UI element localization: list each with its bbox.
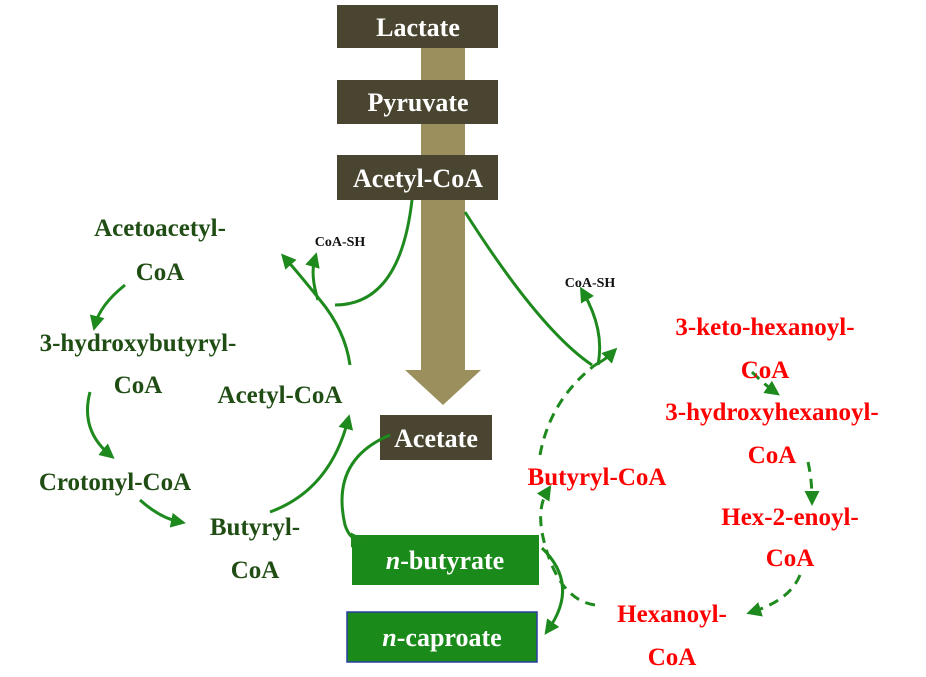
acetyl-coa-label: Acetyl-CoA [353, 164, 483, 193]
coa-sh-left-label: CoA-SH [315, 235, 366, 250]
hydroxybutyryl-coa-label-2: CoA [114, 372, 163, 399]
hexanoyl-coa-label-2: CoA [648, 644, 697, 671]
butyryl-coa-right-label: Butyryl-CoA [528, 464, 667, 491]
acetoacetyl-coa-label-2: CoA [136, 259, 185, 286]
coa-sh-right-label: CoA-SH [565, 276, 616, 291]
hexenoyl-coa-label: Hex-2-enoyl- [721, 504, 858, 531]
hydroxybutyryl-coa-label: 3-hydroxybutyryl- [40, 330, 237, 357]
hydroxyhexanoyl-coa-label: 3-hydroxyhexanoyl- [665, 399, 878, 426]
left-cycle-arrows [86, 199, 414, 548]
acetyl-coa-box: Acetyl-CoA [337, 155, 498, 200]
acetyl-coa-left-label: Acetyl-CoA [218, 382, 343, 409]
lactate-label: Lactate [376, 13, 460, 42]
hydroxyhexanoyl-coa-label-2: CoA [748, 442, 797, 469]
keto-hexanoyl-coa-label-2: CoA [741, 357, 790, 384]
keto-hexanoyl-coa-label: 3-keto-hexanoyl- [675, 314, 854, 341]
butyryl-coa-label-2: CoA [231, 557, 280, 584]
n-caproate-label: n-caproate [382, 623, 501, 652]
n-butyrate-label: n-butyrate [386, 546, 504, 575]
right-cycle-arrows [463, 211, 820, 635]
lactate-box: Lactate [337, 5, 498, 48]
hexanoyl-coa-label: Hexanoyl- [617, 601, 727, 628]
crotonyl-coa-label: Crotonyl-CoA [39, 469, 191, 496]
hexenoyl-coa-label-2: CoA [766, 545, 815, 572]
n-caproate-box: n-caproate [346, 611, 538, 663]
pyruvate-label: Pyruvate [367, 88, 468, 117]
acetoacetyl-coa-label: Acetoacetyl- [94, 215, 226, 242]
pyruvate-box: Pyruvate [337, 80, 498, 124]
n-butyrate-box: n-butyrate [352, 535, 539, 585]
acetate-box: Acetate [380, 415, 492, 460]
acetate-label: Acetate [394, 424, 478, 453]
butyryl-coa-label: Butyryl- [210, 514, 300, 541]
